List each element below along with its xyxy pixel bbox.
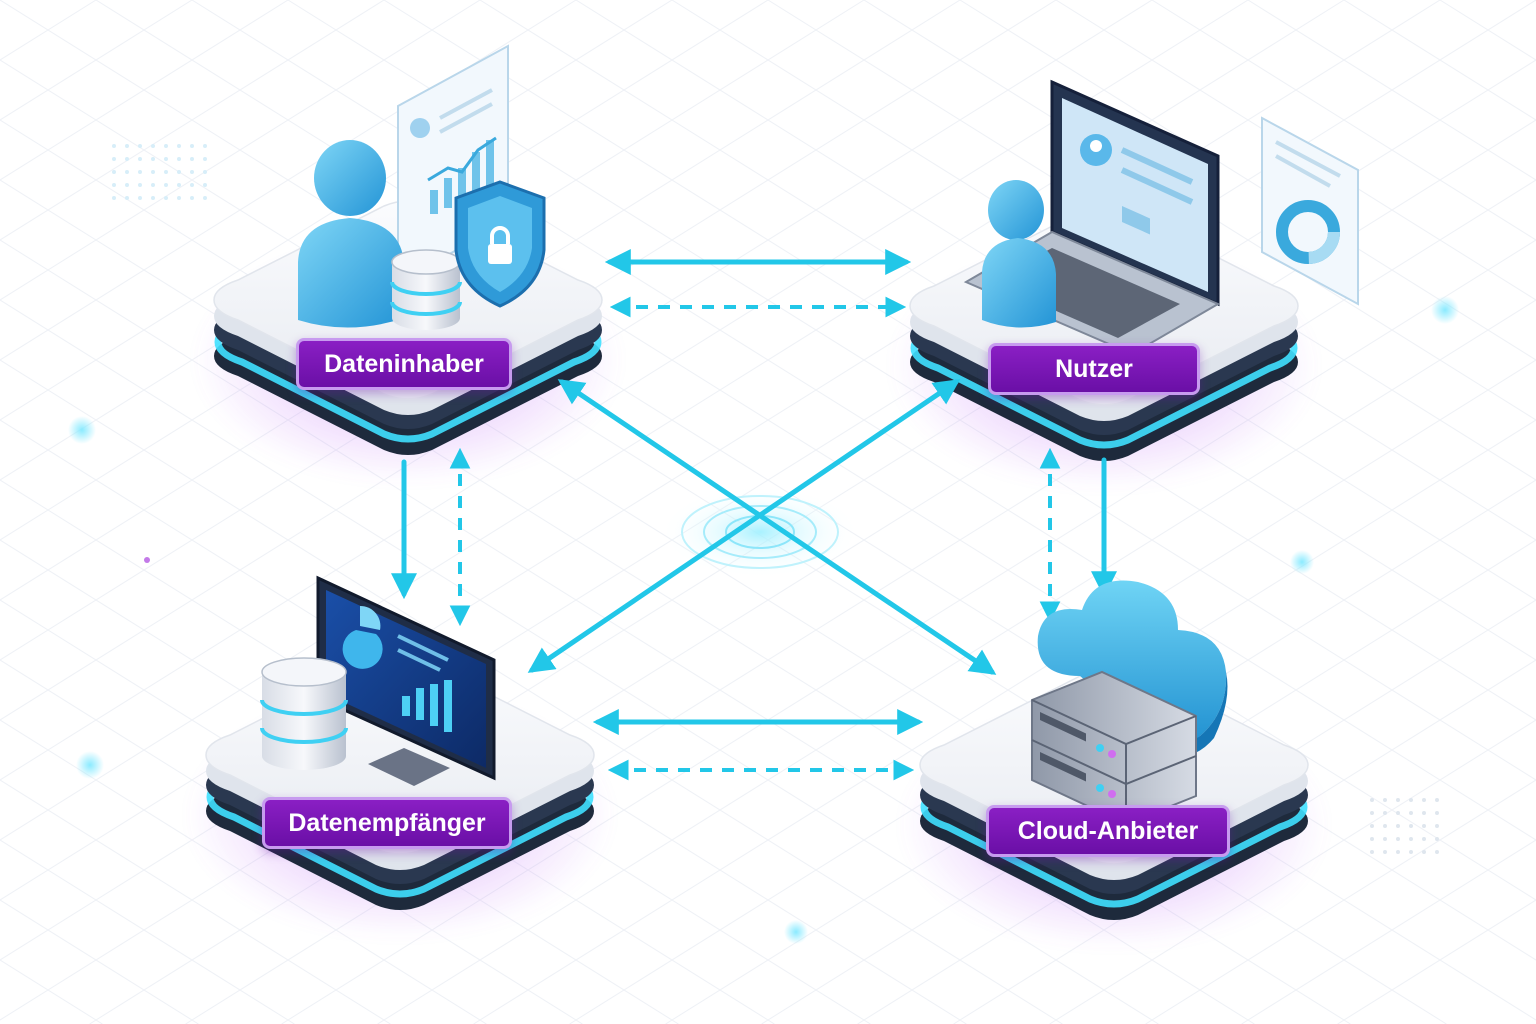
user-icons <box>963 79 1359 356</box>
data-holder-icons <box>298 44 546 330</box>
glow-particle <box>68 416 96 444</box>
glow-particle <box>784 920 808 944</box>
shield-lock-icon <box>454 180 546 308</box>
node-label-user: Nutzer <box>988 343 1200 395</box>
dot-pattern-top-left <box>112 144 207 200</box>
monitor-chart-icon <box>316 575 496 786</box>
database-icon <box>390 249 462 330</box>
dot-pattern-bottom-right <box>1370 798 1439 854</box>
cloud-icon <box>1037 580 1228 759</box>
glow-particle <box>1290 550 1314 574</box>
node-label-cloud-provider: Cloud-Anbieter <box>986 805 1230 857</box>
person-icon <box>982 180 1056 328</box>
glow-particle <box>76 751 104 779</box>
document-donut-icon <box>1261 116 1359 306</box>
node-label-data-recipient: Datenempfänger <box>262 797 512 849</box>
node-label-data-holder: Dateninhaber <box>296 338 512 390</box>
glow-particle <box>144 557 150 563</box>
database-icon <box>260 657 348 770</box>
connection-data-recipient-user-solid <box>527 379 961 673</box>
data-recipient-icons <box>260 575 496 786</box>
cloud-provider-icons <box>1031 580 1228 826</box>
glow-particle <box>1431 296 1459 324</box>
person-icon <box>298 140 404 328</box>
